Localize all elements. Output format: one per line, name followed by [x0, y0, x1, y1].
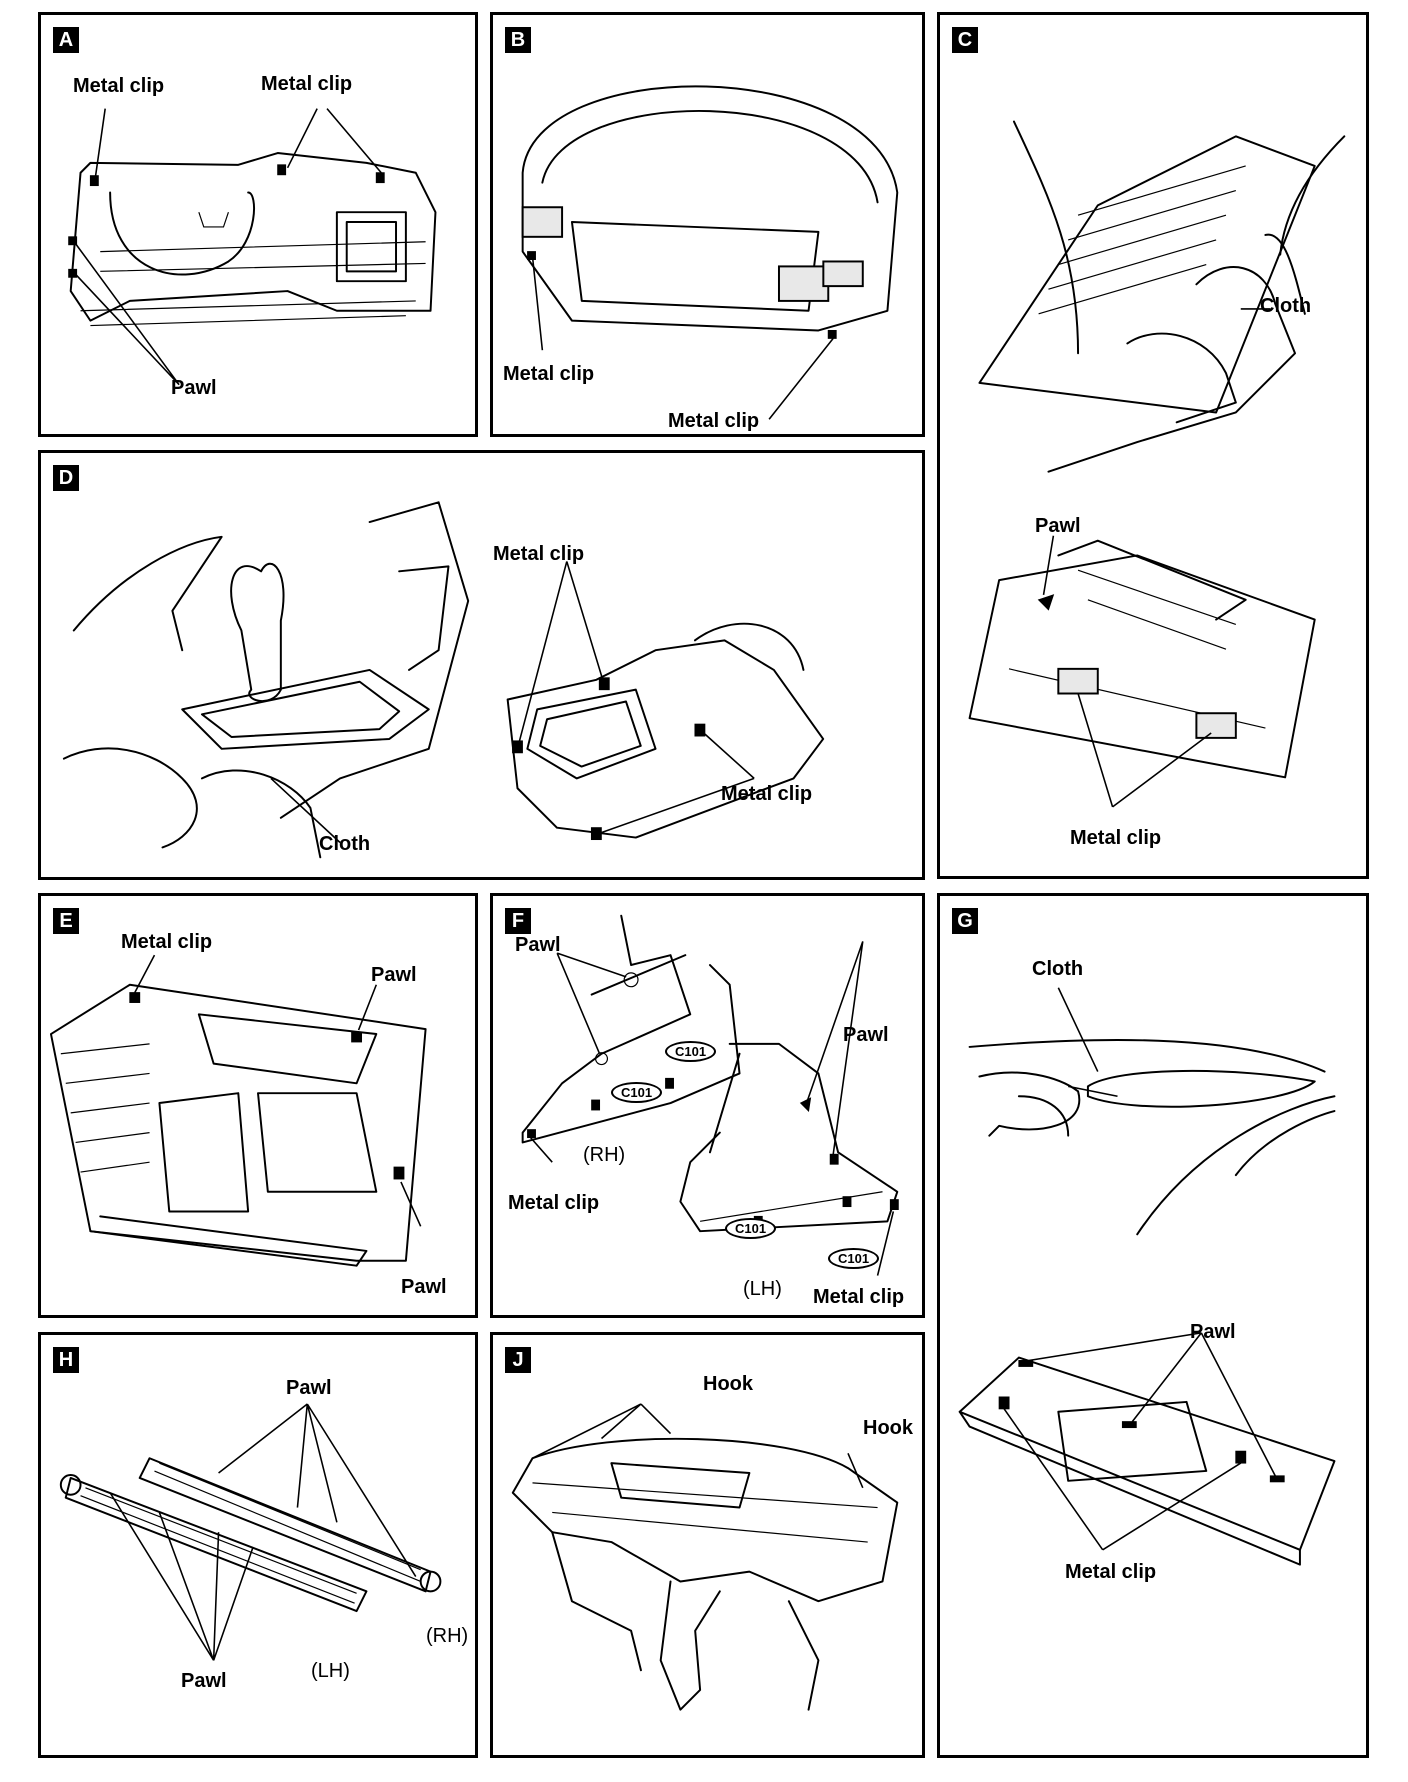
label-metal-clip-rh: Metal clip [508, 1192, 600, 1214]
label-cloth: Cloth [1032, 958, 1084, 980]
side-defroster-grilles-illustration [59, 1403, 442, 1661]
panel-tag-g: G [952, 908, 978, 934]
panel-g: G Cloth Pawl Metal clip [937, 893, 1369, 1758]
label-metal-clip-left: Metal clip [503, 363, 595, 385]
panel-tag-c: C [952, 27, 978, 53]
connector-c101-lh-upper: C101 [725, 1218, 777, 1239]
label-pawl: Pawl [171, 377, 217, 399]
label-pawl-upper: Pawl [286, 1377, 332, 1399]
label-metal-clip-right: Metal clip [668, 410, 760, 432]
instrument-panel-assembly-illustration [511, 1403, 899, 1711]
label-cloth: Cloth [1260, 295, 1312, 317]
panel-h: H Pawl Pawl (RH) (LH) [38, 1332, 478, 1758]
lower-instrument-panel-illustration [68, 108, 437, 386]
connector-c101-lh-lower: C101 [828, 1248, 880, 1269]
label-metal-clip-left: Metal clip [73, 75, 165, 97]
panel-j: J Hook Hook [490, 1332, 925, 1758]
panel-tag-b: B [505, 27, 531, 53]
defroster-grille-and-instrument-panel-illustration [958, 987, 1336, 1566]
label-pawl: Pawl [1190, 1321, 1236, 1343]
label-lh: (LH) [743, 1278, 782, 1300]
panel-a: A Metal clip Metal clip Pawl [38, 12, 478, 437]
panel-tag-h: H [53, 1347, 79, 1373]
label-hook-left: Hook [703, 1373, 753, 1395]
console-finisher-removal-illustration [62, 501, 825, 859]
label-rh: (RH) [583, 1144, 626, 1166]
panel-tag-j: J [505, 1347, 531, 1373]
label-pawl-lower: Pawl [401, 1276, 447, 1298]
panel-b: B Metal clip Metal clip [490, 12, 925, 437]
panel-f: F Pawl Pawl Metal clip Metal clip (RH) (… [490, 893, 925, 1318]
cluster-center-removal-illustration [968, 120, 1346, 808]
panel-tag-e: E [53, 908, 79, 934]
label-lh: (LH) [311, 1660, 350, 1682]
connector-c101-rh-lower: C101 [611, 1082, 663, 1103]
label-metal-clip-lh: Metal clip [813, 1286, 905, 1308]
panel-tag-f: F [505, 908, 531, 934]
label-metal-clip-lower: Metal clip [721, 783, 813, 805]
glove-box-illustration [49, 954, 427, 1267]
label-rh: (RH) [426, 1625, 469, 1647]
label-metal-clip: Metal clip [1065, 1561, 1157, 1583]
label-metal-clip: Metal clip [1070, 827, 1162, 849]
panel-c: C Cloth Pawl Metal clip [937, 12, 1369, 879]
connector-c101-rh-upper: C101 [665, 1041, 717, 1062]
label-pawl-lower: Pawl [181, 1670, 227, 1692]
label-metal-clip-upper: Metal clip [493, 543, 585, 565]
label-pawl-rh: Pawl [515, 934, 561, 956]
label-pawl-lh: Pawl [843, 1024, 889, 1046]
label-pawl-upper: Pawl [371, 964, 417, 986]
label-metal-clip: Metal clip [121, 931, 213, 953]
label-metal-clip-right: Metal clip [261, 73, 353, 95]
panel-tag-a: A [53, 27, 79, 53]
panel-d: D Metal clip Metal clip Cloth [38, 450, 925, 880]
panel-e: E Metal clip Pawl Pawl [38, 893, 478, 1318]
cluster-lid-illustration [521, 85, 899, 420]
panel-tag-d: D [53, 465, 79, 491]
label-cloth: Cloth [319, 833, 371, 855]
label-pawl: Pawl [1035, 515, 1081, 537]
label-hook-right: Hook [863, 1417, 913, 1439]
